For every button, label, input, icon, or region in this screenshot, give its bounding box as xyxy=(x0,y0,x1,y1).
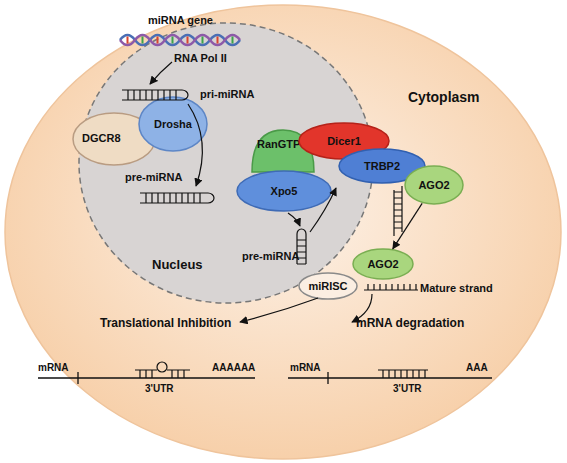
part-label: mRNA degradation xyxy=(356,316,464,330)
node-label: Dicer1 xyxy=(298,135,390,147)
node-label: Cytoplasm xyxy=(408,90,480,105)
process-arrow xyxy=(288,213,300,226)
mature-strand xyxy=(364,284,418,290)
cell-cytoplasm xyxy=(5,5,561,459)
protein-shape xyxy=(139,97,207,151)
mrna-strand xyxy=(38,372,255,384)
node-label: AGO2 xyxy=(404,179,464,191)
part-label: RNA Pol II xyxy=(174,52,227,64)
part-label: mRNA xyxy=(290,362,321,373)
node-label: Drosha xyxy=(138,118,208,130)
mirna-duplex xyxy=(394,186,402,236)
process-arrow xyxy=(150,62,172,84)
process-arrow xyxy=(188,104,202,186)
rna-hairpin xyxy=(297,229,306,264)
dna-strand xyxy=(120,35,240,45)
complex-outline: miRISC xyxy=(298,272,358,300)
process-arrow xyxy=(240,298,318,322)
nucleus-circle: Nucleus DGCR8 DroshaRanGTP Xpo5 xyxy=(78,22,374,304)
mirna-bulge xyxy=(157,362,167,372)
part-label: 3'UTR xyxy=(145,383,174,394)
process-arrow xyxy=(352,294,372,322)
part-label: pri-miRNA xyxy=(200,88,254,100)
dna-strand xyxy=(120,35,240,45)
cell-cytoplasm: CytoplasmNucleus DGCR8 DroshaRanGTP Xpo5 Dic… xyxy=(4,4,562,460)
part-label: pre-miRNA xyxy=(125,171,182,183)
protein-shape: Drosha xyxy=(138,96,208,152)
protein-shape xyxy=(353,249,413,279)
part-label: Mature strand xyxy=(420,282,493,294)
node-label: TRBP2 xyxy=(338,160,426,172)
part-label: 3'UTR xyxy=(393,383,422,394)
part-label: mRNA xyxy=(38,362,69,373)
protein-shape: AGO2 xyxy=(352,248,414,280)
process-arrow xyxy=(310,188,336,232)
complex-outline xyxy=(299,273,357,299)
part-label: Translational Inhibition xyxy=(100,316,231,330)
part-label: pre-miRNA xyxy=(242,250,299,262)
node-label: AGO2 xyxy=(352,258,414,270)
protein-shape xyxy=(405,166,463,204)
part-label: AAAAAA xyxy=(212,362,255,373)
dna-rungs xyxy=(128,37,218,44)
rna-hairpin xyxy=(122,90,188,100)
bound-mirna xyxy=(135,370,190,378)
part-label: miRNA gene xyxy=(148,14,213,26)
node-label: RanGTP xyxy=(257,138,300,150)
node-label: miRISC xyxy=(298,280,358,292)
part-label: AAA xyxy=(466,362,488,373)
mrna-strand xyxy=(288,372,492,384)
protein-shape: AGO2 xyxy=(404,165,464,205)
process-arrow xyxy=(393,203,422,248)
protein-shape: Xpo5 xyxy=(236,170,332,212)
node-label: DGCR8 xyxy=(82,132,121,144)
dna-rungs xyxy=(143,37,233,44)
bound-mirna xyxy=(378,370,428,378)
node-label: Xpo5 xyxy=(236,185,332,197)
protein-shape xyxy=(237,171,331,211)
rna-hairpin xyxy=(140,193,214,203)
node-label: Nucleus xyxy=(152,258,203,272)
